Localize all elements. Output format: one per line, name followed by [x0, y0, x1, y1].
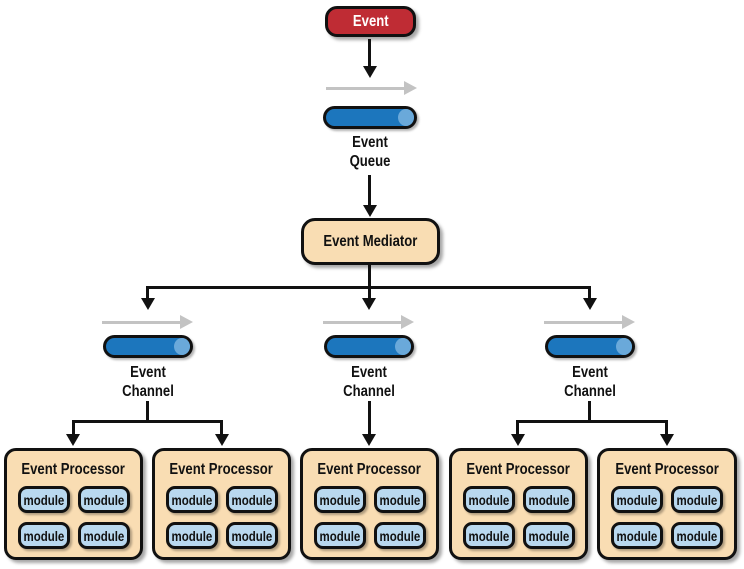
- module-chip: module: [17, 522, 70, 549]
- module-chip: module: [373, 486, 426, 513]
- channel1-split-line: [72, 420, 223, 423]
- queue-flow-arrow-icon: [326, 87, 404, 90]
- channel1-flow-arrowhead-icon: [180, 315, 193, 329]
- processor-title: Event Processor: [615, 461, 719, 478]
- channel3-to-proc4-arrowhead-icon: [511, 434, 525, 446]
- channel2-flow-arrow-icon: [323, 321, 401, 324]
- channel3-flow-arrowhead-icon: [622, 315, 635, 329]
- event-channel3-cylinder: [545, 335, 635, 358]
- channel1-to-proc1-stub: [72, 420, 75, 436]
- processor-title: Event Processor: [466, 461, 571, 478]
- module-chip: module: [77, 486, 130, 513]
- processor-title: Event Processor: [317, 461, 422, 478]
- module-chip: module: [462, 522, 515, 549]
- channel3-to-proc5-stub: [665, 420, 668, 436]
- channel3-split-line: [516, 420, 668, 423]
- queue-flow-arrowhead-icon: [404, 81, 417, 95]
- module-chip: module: [611, 522, 663, 549]
- module-chip: module: [611, 486, 663, 513]
- channel2-flow-arrowhead-icon: [401, 315, 414, 329]
- event-channel1-label: Event Channel: [122, 364, 174, 400]
- cylinder-end-highlight: [398, 109, 414, 126]
- module-chip: module: [313, 522, 366, 549]
- module-chip: module: [522, 522, 575, 549]
- event-to-queue-connector: [368, 39, 371, 67]
- queue-to-mediator-connector: [368, 175, 371, 206]
- module-chip: module: [462, 486, 515, 513]
- event-channel2-label: Event Channel: [343, 364, 395, 400]
- branch-center-stub: [368, 286, 371, 300]
- event-queue-cylinder: [323, 106, 417, 129]
- event-processor-card-3: Event Processor module module module mod…: [300, 448, 439, 560]
- module-chip: module: [671, 486, 723, 513]
- event-processor-card-4: Event Processor module module module mod…: [449, 448, 588, 560]
- channel3-to-proc4-stub: [516, 420, 519, 436]
- event-channel3-label: Event Channel: [564, 364, 616, 400]
- event-channel1-cylinder: [103, 335, 193, 358]
- event-mediator-label: Event Mediator: [323, 232, 418, 250]
- branch-right-stub: [588, 286, 591, 300]
- module-grid: module module module module: [452, 486, 585, 549]
- processor-title: Event Processor: [169, 461, 274, 478]
- event-processor-card-5: Event Processor module module module mod…: [597, 448, 737, 560]
- cylinder-end-highlight: [174, 338, 190, 355]
- mediator-branch-stub: [368, 265, 371, 288]
- processor-title: Event Processor: [21, 461, 126, 478]
- branch-left-stub: [146, 286, 149, 300]
- channel3-flow-arrow-icon: [544, 321, 622, 324]
- channel1-to-proc1-arrowhead-icon: [66, 434, 80, 446]
- module-chip: module: [17, 486, 70, 513]
- event-queue-label: Event Queue: [349, 134, 391, 170]
- channel2-to-proc3-stub: [368, 401, 371, 435]
- branch-left-arrowhead-icon: [141, 298, 155, 310]
- event-node-label: Event: [352, 12, 389, 30]
- module-chip: module: [165, 486, 218, 513]
- module-chip: module: [373, 522, 426, 549]
- event-to-queue-arrowhead-icon: [363, 66, 377, 78]
- cylinder-end-highlight: [616, 338, 632, 355]
- channel3-split-stub: [588, 401, 591, 422]
- module-chip: module: [77, 522, 130, 549]
- module-chip: module: [671, 522, 723, 549]
- module-grid: module module module module: [7, 486, 140, 549]
- queue-to-mediator-arrowhead-icon: [363, 205, 377, 217]
- event-channel2-cylinder: [324, 335, 414, 358]
- channel2-to-proc3-arrowhead-icon: [362, 434, 376, 446]
- channel1-to-proc2-arrowhead-icon: [215, 434, 229, 446]
- module-chip: module: [225, 522, 278, 549]
- branch-right-arrowhead-icon: [583, 298, 597, 310]
- channel3-to-proc5-arrowhead-icon: [660, 434, 674, 446]
- module-chip: module: [522, 486, 575, 513]
- module-grid: module module module module: [155, 486, 288, 549]
- cylinder-end-highlight: [395, 338, 411, 355]
- event-processor-card-1: Event Processor module module module mod…: [4, 448, 143, 560]
- module-grid: module module module module: [303, 486, 436, 549]
- event-processor-card-2: Event Processor module module module mod…: [152, 448, 291, 560]
- channel1-to-proc2-stub: [220, 420, 223, 436]
- event-mediator-node: Event Mediator: [301, 218, 440, 265]
- module-chip: module: [165, 522, 218, 549]
- module-grid: module module module module: [600, 486, 734, 549]
- channel1-flow-arrow-icon: [102, 321, 180, 324]
- branch-center-arrowhead-icon: [362, 298, 376, 310]
- module-chip: module: [225, 486, 278, 513]
- event-node: Event: [325, 6, 416, 37]
- module-chip: module: [313, 486, 366, 513]
- channel1-split-stub: [146, 401, 149, 422]
